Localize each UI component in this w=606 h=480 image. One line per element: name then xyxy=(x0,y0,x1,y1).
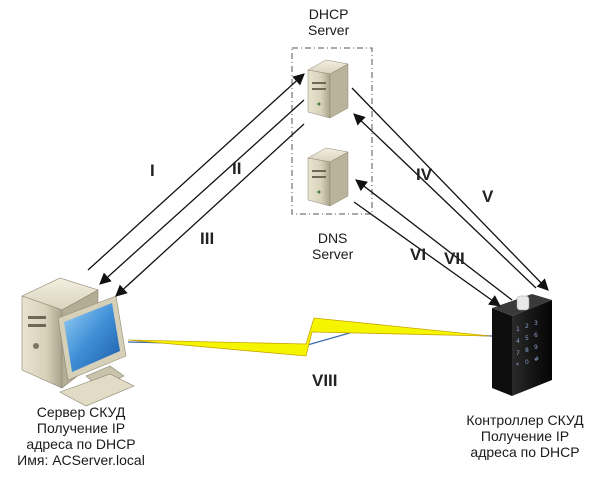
acs-server-computer-icon xyxy=(21,277,135,407)
acs-server-label-line1: Сервер СКУД xyxy=(36,404,126,420)
step-label-2: II xyxy=(232,159,242,178)
step-label-8: VIII xyxy=(312,371,338,390)
acs-server-label-line4: Имя: ACServer.local xyxy=(17,452,145,468)
server-group-frame xyxy=(291,47,373,215)
svg-text:3: 3 xyxy=(534,320,538,327)
dns-server-label-line2: Server xyxy=(312,246,354,262)
arrow-step-2 xyxy=(99,99,305,285)
arrow-step-7 xyxy=(355,179,513,301)
dhcp-server-label-line1: DHCP xyxy=(308,6,349,22)
arrow-step-6 xyxy=(353,201,501,307)
controller-label-line3: адреса по DHCP xyxy=(470,444,580,460)
acs-server-label-line3: адреса по DHCP xyxy=(26,436,136,452)
dns-server-label-line1: DNS xyxy=(317,230,348,246)
dhcp-server-label-line2: Server xyxy=(308,22,350,38)
controller-label-line1: Контроллер СКУД xyxy=(466,412,584,428)
dhcp-server-icon xyxy=(307,59,349,119)
step-label-4: IV xyxy=(416,165,433,184)
step-label-5: V xyxy=(482,187,494,206)
svg-text:6: 6 xyxy=(534,332,538,339)
acs-server-label: Сервер СКУД Получение IP адреса по DHCP … xyxy=(6,404,156,468)
arrow-step-3 xyxy=(115,123,305,297)
svg-text:7: 7 xyxy=(516,350,520,357)
step-label-7: VII xyxy=(444,249,465,268)
acs-server-label-line2: Получение IP xyxy=(36,420,126,436)
controller-label: Контроллер СКУД Получение IP адреса по D… xyxy=(450,412,600,460)
dhcp-server-label: DHCP Server xyxy=(308,6,349,38)
dns-server-icon xyxy=(307,147,349,207)
arrow-step-4 xyxy=(353,113,537,289)
controller-label-line2: Получение IP xyxy=(480,428,570,444)
svg-text:8: 8 xyxy=(525,347,529,354)
arrow-step-1 xyxy=(87,73,305,271)
svg-text:*: * xyxy=(516,362,519,369)
svg-text:2: 2 xyxy=(525,323,529,330)
step-label-3: III xyxy=(200,229,215,248)
svg-text:#: # xyxy=(534,356,539,363)
svg-text:9: 9 xyxy=(534,344,538,351)
lightning-bolt xyxy=(127,317,491,357)
svg-text:4: 4 xyxy=(516,338,520,345)
arrow-step-5 xyxy=(351,87,549,291)
dns-server-label: DNS Server xyxy=(312,230,353,262)
svg-text:5: 5 xyxy=(525,335,529,342)
svg-text:1: 1 xyxy=(516,326,520,333)
step-label-1: I xyxy=(150,161,155,180)
svg-text:0: 0 xyxy=(525,359,529,366)
step-label-6: VI xyxy=(410,245,427,264)
